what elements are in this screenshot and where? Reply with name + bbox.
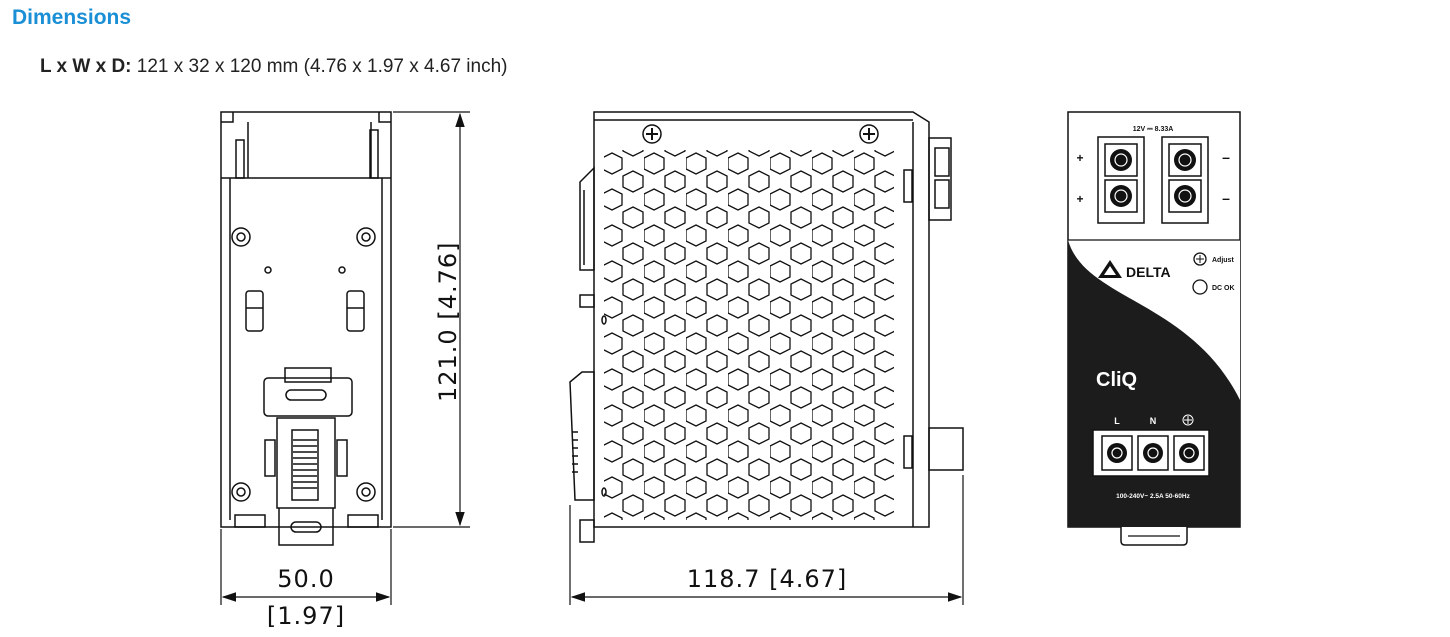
plus-sign-2: +: [1076, 192, 1083, 206]
front-panel-dark-band: [1068, 240, 1240, 400]
adjust-label: Adjust: [1212, 257, 1234, 264]
height-dimension: [393, 111, 470, 528]
side-view-outline: [220, 111, 392, 528]
dc-ok-led-icon: [1192, 279, 1208, 295]
minus-sign-2: –: [1222, 190, 1230, 206]
screw-hole-icon: [356, 227, 376, 247]
width-dimension-inch: [1.97]: [267, 602, 345, 630]
screw-icon: [859, 124, 879, 144]
screw-hole-icon: [231, 227, 251, 247]
earth-ground-icon: [1182, 414, 1194, 426]
depth-dimension: [569, 475, 964, 605]
dimensions-label: L x W x D:: [40, 56, 132, 77]
output-terminal-block: [928, 137, 952, 221]
front-view: 12V ⎓ 8.33A + + – – DELTA Adjust DC OK C…: [1067, 111, 1241, 546]
input-L-label: L: [1114, 416, 1120, 426]
din-clip: [284, 367, 332, 383]
plus-sign-1: +: [1076, 151, 1083, 165]
dc-ok-label: DC OK: [1212, 285, 1235, 292]
width-dimension: [220, 529, 392, 605]
cliq-logo: CliQ: [1096, 369, 1137, 391]
input-N-label: N: [1150, 416, 1157, 426]
depth-dimension-label: 118.7 [4.67]: [687, 565, 848, 593]
screw-icon: [642, 124, 662, 144]
side-view: [220, 111, 392, 546]
dimensions-value: 121 x 32 x 120 mm (4.76 x 1.97 x 4.67 in…: [131, 56, 508, 77]
section-title: Dimensions: [12, 6, 132, 29]
width-dimension-mm: 50.0: [277, 565, 334, 593]
input-rating: 100-240V~ 2.5A 50-60Hz: [1116, 493, 1190, 500]
top-view: [569, 111, 964, 543]
output-rating: 12V ⎓ 8.33A: [1133, 126, 1174, 133]
screw-hole-icon: [356, 482, 376, 502]
dimensions-line: L x W x D: 121 x 32 x 120 mm (4.76 x 1.9…: [40, 56, 507, 78]
screw-hole-icon: [231, 482, 251, 502]
height-dimension-label: 121.0 [4.76]: [434, 242, 462, 403]
input-terminal-block: [928, 427, 964, 471]
minus-sign-1: –: [1222, 149, 1230, 165]
ventilation-hex-grid: [604, 150, 894, 520]
brand-name: DELTA: [1126, 264, 1171, 280]
